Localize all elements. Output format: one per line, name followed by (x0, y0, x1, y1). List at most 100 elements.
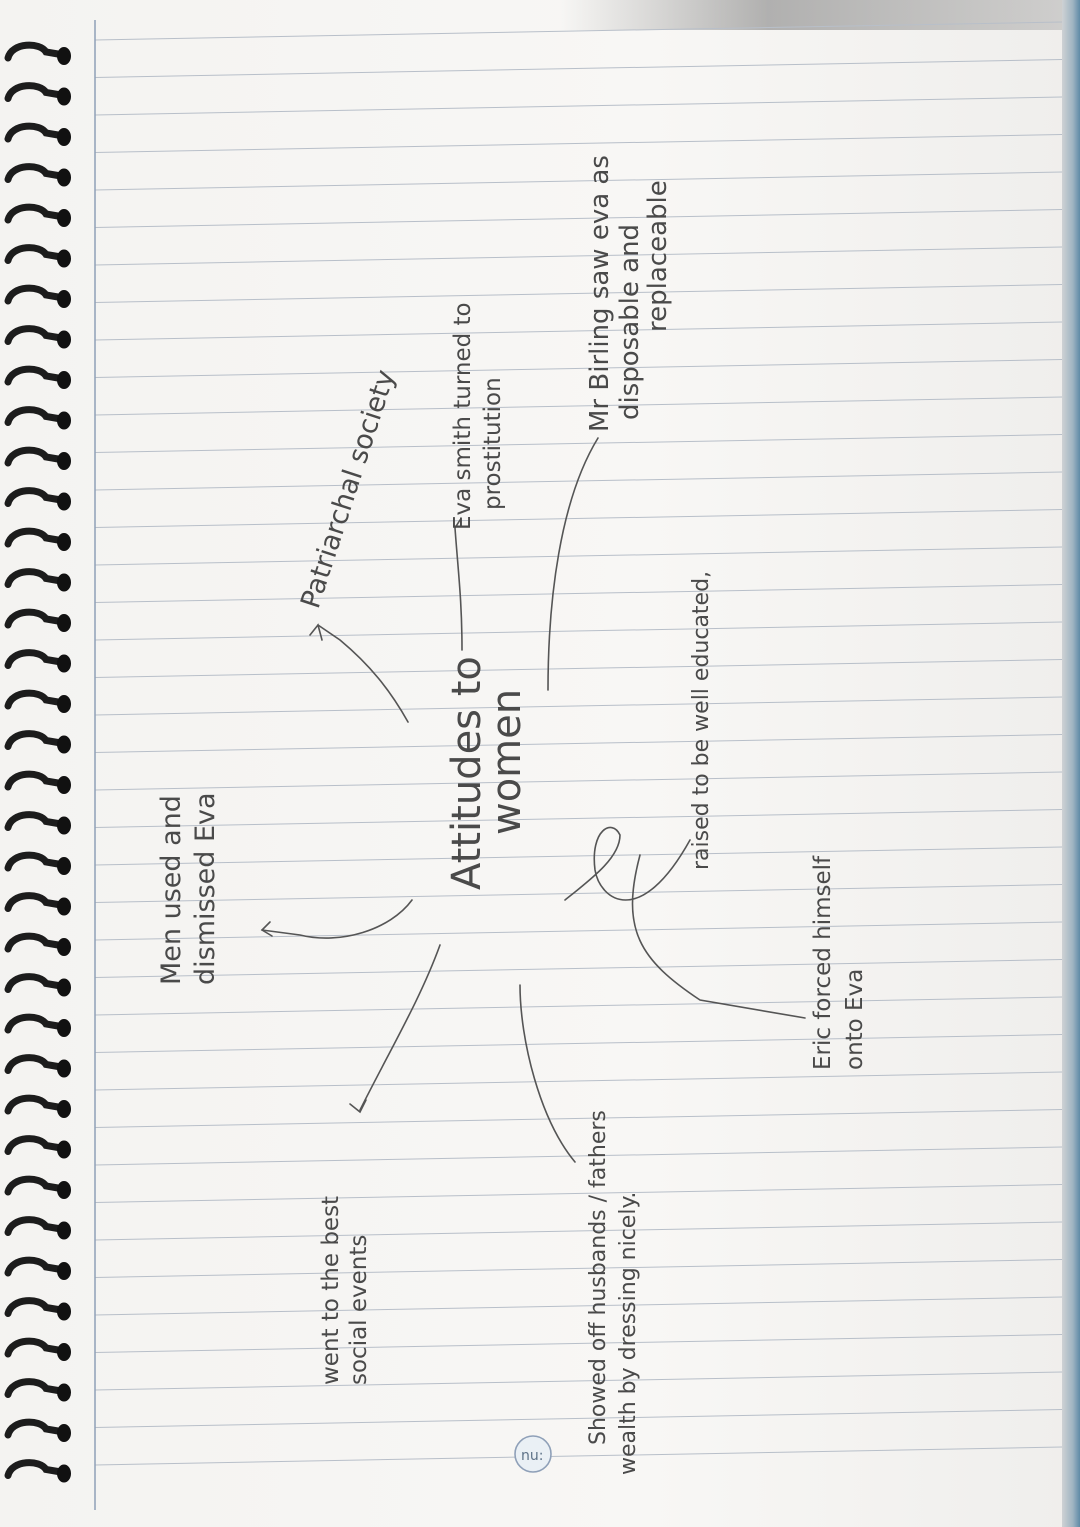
ruled-line (94, 846, 1063, 866)
page-edge (1062, 0, 1080, 1527)
ruled-line (94, 396, 1063, 416)
spiral-ring (4, 973, 71, 997)
spiral-ring (4, 1337, 71, 1361)
ruled-line (94, 284, 1063, 303)
spiral-ring (4, 1054, 71, 1078)
arrowhead (309, 623, 323, 641)
ruled-line (94, 1371, 1063, 1391)
ruled-line (94, 546, 1063, 566)
branch-educated: raised to be well educated, (689, 571, 714, 870)
spiral-ring (4, 527, 71, 551)
branch-social: went to the best social events (318, 1196, 372, 1385)
spiral-ring (4, 730, 71, 754)
connector-men (261, 899, 413, 939)
spiral-ring (4, 811, 71, 835)
ruled-line (94, 1146, 1063, 1166)
spiral-ring (4, 244, 71, 268)
ruled-line (94, 321, 1063, 341)
spiral-ring (4, 608, 71, 632)
ruled-line (94, 809, 1063, 828)
ruled-line (94, 1221, 1063, 1241)
branch-birling: Mr Birling saw eva as disposable and rep… (585, 155, 673, 432)
spiral-ring (4, 851, 71, 875)
ruled-line (94, 59, 1063, 78)
centre-topic-line2: women (484, 689, 530, 835)
spiral-ring (4, 1175, 71, 1199)
ruled-line (94, 1409, 1063, 1428)
spiral-ring (4, 689, 71, 713)
ruled-line (94, 171, 1063, 191)
ruled-line (94, 1296, 1063, 1316)
branch-men: Men used and dismissed Eva (156, 792, 221, 985)
ruled-line (94, 471, 1063, 491)
spiral-ring (4, 487, 71, 511)
ruled-line (94, 921, 1063, 941)
spiral-ring (4, 41, 71, 65)
connector-prostitution (454, 519, 463, 651)
ruled-line (94, 621, 1063, 641)
spiral-ring (4, 365, 71, 389)
branch-showed-line1: Showed off husbands / fathers (586, 1110, 611, 1445)
ruled-line (94, 696, 1063, 716)
spiral-ring (4, 1216, 71, 1240)
spiral-ring (4, 284, 71, 308)
spiral-ring (4, 649, 71, 673)
branch-showed: Showed off husbands / fathers wealth by … (586, 1110, 641, 1475)
branch-prostitution: Eva smith turned to prostitution (450, 302, 506, 530)
spiral-ring (4, 406, 71, 430)
spiral-ring (4, 770, 71, 794)
spiral-ring (4, 1135, 71, 1159)
connector-eric (631, 854, 806, 1019)
ruled-line (94, 96, 1063, 116)
ruled-line (94, 1259, 1063, 1278)
spiral-ring (4, 892, 71, 916)
spiral-ring (4, 163, 71, 187)
ruled-line (94, 1034, 1063, 1053)
branch-birling-line1: Mr Birling saw eva as (585, 155, 615, 432)
spiral-ring (4, 932, 71, 956)
spiral-ring (4, 1094, 71, 1118)
ruled-line (94, 659, 1063, 678)
ruled-line (94, 1071, 1063, 1091)
branch-social-line2: social events (346, 1235, 372, 1385)
ruled-lines (94, 21, 1063, 1466)
branch-showed-line2: wealth by dressing nicely. (616, 1192, 641, 1475)
arrowhead (260, 921, 273, 937)
ruled-line (94, 21, 1063, 41)
ruled-line (94, 1446, 1063, 1466)
branch-educated-line1: raised to be well educated, (689, 571, 714, 870)
spiral-ring (4, 82, 71, 106)
branch-prostitution-line1: Eva smith turned to (450, 302, 476, 530)
branch-birling-line3: replaceable (643, 180, 673, 332)
ruled-line (94, 959, 1063, 978)
ruled-line (94, 359, 1063, 378)
connector-birling (547, 437, 599, 691)
ruled-line (94, 1184, 1063, 1203)
spiral-ring (4, 446, 71, 470)
ruled-line (94, 134, 1063, 153)
branch-men-line1: Men used and (156, 795, 187, 985)
spiral-ring (4, 1459, 71, 1483)
spiral-ring (4, 568, 71, 592)
spiral-ring (4, 1418, 71, 1442)
spiral-ring (4, 203, 71, 227)
spiral-ring (4, 1256, 71, 1280)
spiral-binding (4, 41, 71, 1483)
ruled-line (94, 1109, 1063, 1128)
ruled-line (94, 584, 1063, 603)
ruled-line (94, 434, 1063, 453)
spiral-ring (4, 122, 71, 146)
branch-patriarchal: Patriarchal society (295, 366, 401, 612)
connector-educated (564, 826, 691, 901)
ruled-line (94, 1334, 1063, 1353)
spiral-ring (4, 325, 71, 349)
ruled-line (94, 771, 1063, 791)
nu-logo: nu: (514, 1435, 552, 1473)
centre-topic: Attitudes to women (444, 656, 530, 890)
arrowhead (349, 1099, 367, 1114)
ruled-line (94, 884, 1063, 903)
connector-social (359, 944, 441, 1111)
spiral-ring (4, 1013, 71, 1037)
